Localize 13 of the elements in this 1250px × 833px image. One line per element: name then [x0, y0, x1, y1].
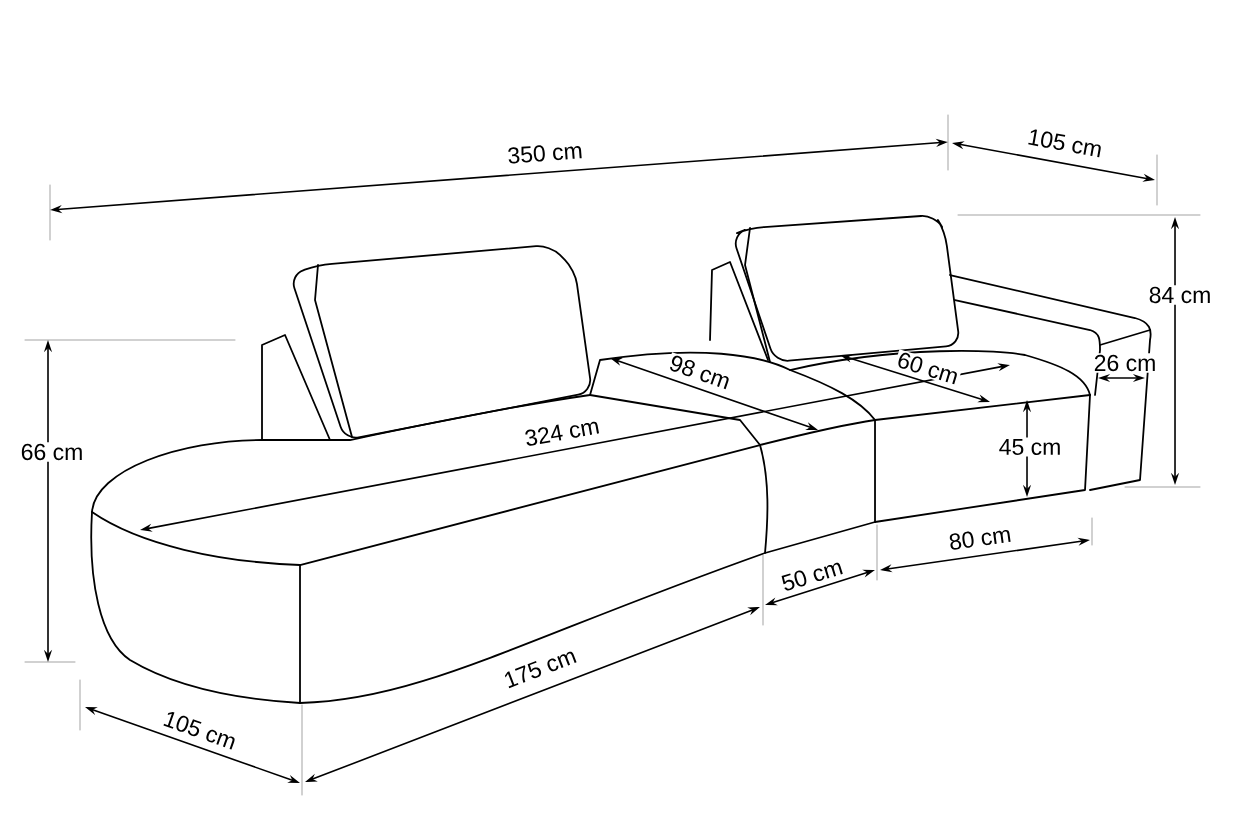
- dimension-label: 84 cm: [1147, 285, 1213, 305]
- dimension-label: 324 cm: [521, 415, 603, 449]
- dimension-label: 105 cm: [159, 707, 241, 753]
- dimension-label: 175 cm: [500, 645, 581, 691]
- dimension-label: 350 cm: [505, 140, 585, 166]
- dimension-label: 45 cm: [997, 437, 1063, 457]
- dimension-label: 60 cm: [893, 349, 963, 387]
- dimension-label: 50 cm: [777, 556, 847, 594]
- dimension-label: 98 cm: [665, 352, 735, 392]
- dimension-label: 105 cm: [1024, 126, 1106, 160]
- dimension-label: 80 cm: [946, 523, 1014, 553]
- dimension-label: 66 cm: [19, 442, 85, 462]
- dimension-label: 26 cm: [1092, 353, 1158, 373]
